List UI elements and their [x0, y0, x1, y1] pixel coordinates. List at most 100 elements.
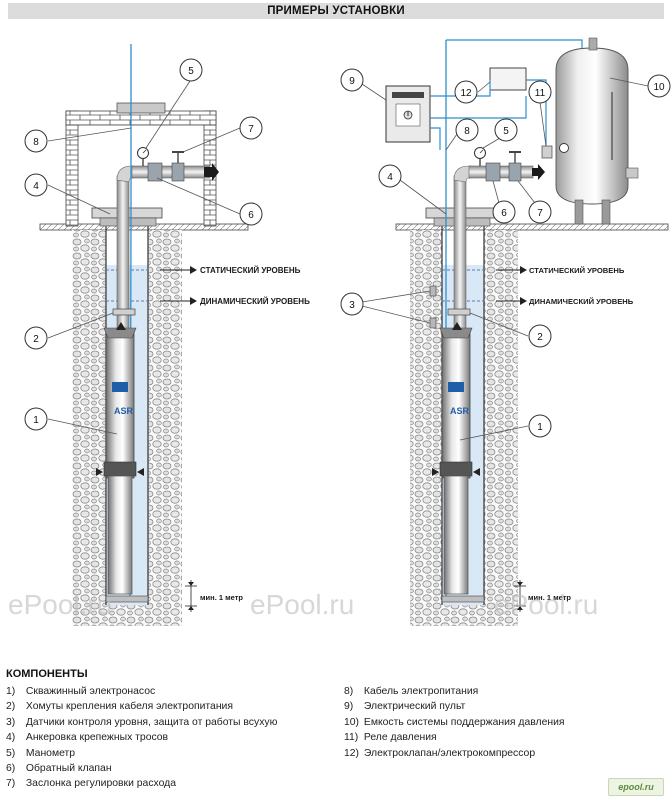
svg-text:11: 11 — [535, 88, 546, 99]
outlet-pipe-right — [468, 165, 534, 179]
svg-text:8: 8 — [33, 137, 39, 148]
svg-text:6: 6 — [248, 210, 254, 221]
callout-5-right — [494, 118, 518, 142]
inflow-arrow-right-icon — [137, 468, 144, 476]
pump-body-right — [441, 329, 471, 479]
static-arrow-icon — [190, 266, 197, 274]
gravel-right-right — [484, 230, 518, 626]
min-meter-label-left: мин. 1 метр — [200, 593, 243, 602]
check-valve-right — [485, 162, 501, 182]
callout-1-left — [24, 407, 48, 431]
components-list-right: 8) Кабель электропитания 9) Электрически… — [344, 684, 664, 761]
flow-valve — [171, 162, 185, 182]
outlet-arrow-right-icon — [532, 164, 545, 180]
cable-clamp — [112, 308, 136, 316]
pump-intake — [103, 461, 137, 477]
component-item: 11) Реле давления — [344, 732, 437, 744]
pump-brand-label-right: ASR — [450, 406, 470, 416]
callout-4-right — [378, 164, 402, 188]
svg-text:7: 7 — [248, 124, 254, 135]
ground-line-right — [395, 223, 669, 231]
svg-text:7: 7 — [537, 208, 543, 219]
callout-3 — [340, 292, 364, 316]
callout-8-left — [24, 129, 48, 153]
component-item: 2) Хомуты крепления кабеля электропитани… — [6, 701, 233, 713]
callout-2-right — [528, 324, 552, 348]
component-item: 6) Обратный клапан — [6, 763, 112, 775]
right-installation: ASR СТАТИЧЕСКИЙ УРОВЕНЬ ДИНАМИЧЕСКИЙ УРО… — [385, 37, 669, 626]
svg-text:8: 8 — [464, 126, 470, 137]
component-item: 1) Скважинный электронасос — [6, 686, 156, 697]
component-item: 4) Анкеровка крепежных тросов — [6, 732, 169, 744]
svg-text:6: 6 — [501, 208, 507, 219]
callout-2-left — [24, 326, 48, 350]
callout-7-left — [239, 116, 263, 140]
static-level-label-left: СТАТИЧЕСКИЙ УРОВЕНЬ — [200, 266, 301, 275]
title-bar: ПРИМЕРЫ УСТАНОВКИ — [8, 3, 664, 19]
components-list-left: 1) Скважинный электронасос 2) Хомуты кре… — [6, 684, 336, 792]
watermark-left: ePool.ru — [8, 589, 112, 620]
well-bottom-grate — [105, 595, 149, 603]
svg-text:2: 2 — [33, 334, 39, 345]
pump-body — [105, 329, 135, 479]
callout-8-right — [455, 118, 479, 142]
pressure-tank — [555, 47, 629, 205]
check-valve — [147, 162, 163, 182]
dynamic-arrow-icon — [190, 297, 197, 305]
outlet-arrow-icon — [204, 163, 219, 181]
svg-text:10: 10 — [653, 82, 665, 93]
callout-11 — [528, 80, 552, 104]
gravel-left-right — [410, 230, 442, 626]
callout-1-right — [528, 414, 552, 438]
callout-12 — [454, 80, 478, 104]
component-item: 3) Датчики контроля уровня, защита от ра… — [6, 716, 278, 728]
dynamic-level-label-right: ДИНАМИЧЕСКИЙ УРОВЕНЬ — [529, 297, 634, 306]
callout-4-left — [24, 173, 48, 197]
watermark-center: ePool.ru — [250, 589, 354, 620]
callout-9 — [340, 68, 364, 92]
component-item: 12) Электроклапан/электрокомпрессор — [344, 747, 536, 759]
svg-text:1: 1 — [33, 415, 39, 426]
static-level-label-right: СТАТИЧЕСКИЙ УРОВЕНЬ — [529, 266, 625, 275]
svg-text:3: 3 — [349, 300, 355, 311]
left-callouts: 8 5 7 6 4 2 1 — [24, 58, 263, 435]
callout-6-left — [239, 202, 263, 226]
level-sensor-upper — [429, 285, 437, 297]
page-title: ПРИМЕРЫ УСТАНОВКИ — [267, 5, 405, 17]
flow-valve-right — [508, 162, 522, 182]
level-sensor-lower — [429, 317, 437, 329]
dynamic-level-label-left: ДИНАМИЧЕСКИЙ УРОВЕНЬ — [200, 297, 310, 306]
svg-text:9: 9 — [349, 76, 355, 87]
components-title: КОМПОНЕНТЫ — [6, 668, 88, 680]
roof-hatch — [116, 102, 166, 114]
watermark-right: ePool.ru — [494, 589, 598, 620]
component-item: 9) Электрический пульт — [344, 701, 466, 713]
svg-text:5: 5 — [188, 66, 194, 77]
svg-text:12: 12 — [460, 88, 472, 99]
site-logo[interactable]: epool.ru — [608, 778, 664, 796]
callout-5-left — [179, 58, 203, 82]
installation-diagram: ASR СТАТИЧЕСКИЙ УРОВЕНЬ ДИНАМИЧЕСКИЙ УРО… — [8, 37, 671, 626]
component-item: 7) Заслонка регулировки расхода — [6, 778, 176, 790]
flow-up-arrow-icon — [116, 322, 126, 330]
brick-wall-left — [65, 110, 79, 227]
left-installation: ASR СТАТИЧЕСКИЙ УРОВЕНЬ ДИНАМИЧЕСКИЙ УРО… — [39, 44, 310, 626]
callout-7-right — [528, 200, 552, 224]
callout-6-right — [492, 200, 516, 224]
svg-text:4: 4 — [33, 181, 39, 192]
callout-10 — [647, 74, 671, 98]
svg-text:4: 4 — [387, 172, 393, 183]
min-meter-label-right: мин. 1 метр — [528, 593, 571, 602]
pressure-switch — [541, 145, 553, 159]
outlet-pipe — [131, 165, 211, 179]
svg-text:5: 5 — [503, 126, 509, 137]
pump-brand-label: ASR — [114, 406, 134, 416]
svg-text:1: 1 — [537, 422, 543, 433]
component-item: 8) Кабель электропитания — [344, 686, 479, 697]
right-callouts: 9 12 11 10 8 5 4 6 7 3 — [340, 68, 671, 441]
electrovalve — [489, 67, 527, 91]
svg-text:2: 2 — [537, 332, 543, 343]
inflow-arrow-left-icon — [96, 468, 103, 476]
pump-motor — [107, 475, 133, 595]
component-item: 10) Емкость системы поддержания давления — [344, 716, 565, 728]
